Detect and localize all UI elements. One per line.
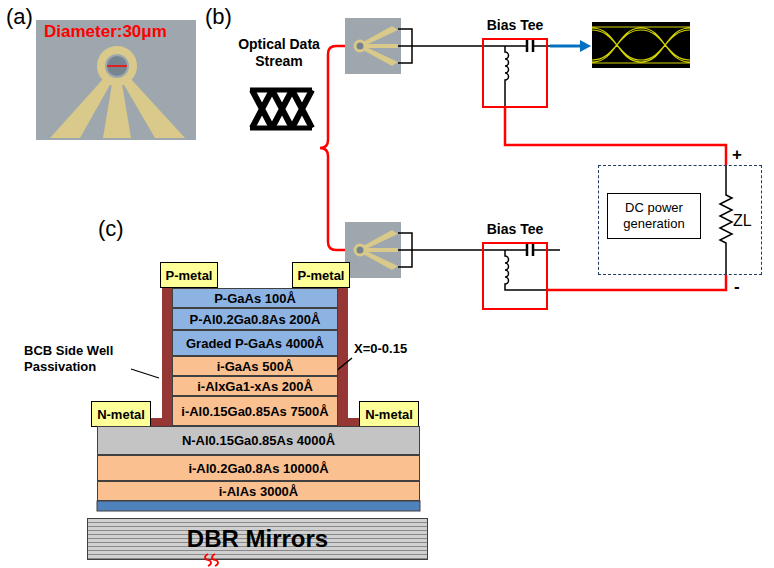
panel-label-holder: (c) — [98, 216, 124, 242]
output-arrow — [580, 40, 591, 52]
terminal-sign-holder: + — [732, 145, 742, 165]
layer-band: i-AlAs 3000Å — [97, 481, 420, 501]
probe-pad — [363, 230, 398, 249]
bias-wire — [548, 275, 726, 290]
eye-diagram — [592, 27, 690, 63]
bias-wire — [505, 108, 726, 165]
capacitor-symbol — [527, 244, 533, 256]
bias-tee-box: Bias Tee — [482, 242, 548, 310]
device-aperture — [107, 56, 127, 76]
probe-pad — [50, 78, 111, 138]
node-text: P-GaAs 100Å — [214, 292, 296, 305]
metal-contact: N-metal — [359, 401, 419, 427]
signal-wire — [412, 249, 560, 251]
probe-pad — [103, 84, 131, 138]
mirror-stack: DBR Mirrors — [87, 518, 428, 560]
layer-band: i-AlxGa1-xAs 200Å — [172, 376, 338, 396]
node-text: N-metal — [97, 408, 145, 421]
layer-band: N-Al0.15Ga0.85As 4000Å — [97, 426, 420, 455]
inductor-symbol — [505, 250, 548, 290]
layer-band: P-GaAs 100Å — [172, 288, 338, 308]
node-text: ZL — [733, 212, 752, 230]
layer-band: i-GaAs 500Å — [172, 356, 338, 376]
probe-pad — [366, 44, 398, 48]
power-box: DC power generation — [607, 193, 701, 239]
data-stream-symbol — [250, 90, 312, 128]
dimension-label-holder: Diameter:30μm — [44, 22, 167, 42]
device-photo — [36, 20, 196, 140]
node-text: P-metal — [166, 269, 213, 282]
node-text: P-metal — [298, 269, 345, 282]
device-photo — [345, 18, 412, 74]
signal-label-holder: Optical Data Stream — [236, 36, 322, 70]
probe-pad — [363, 251, 398, 270]
node-text: DC power generation — [612, 200, 696, 231]
node-text: Bias Tee — [460, 221, 570, 238]
panel-label: (a) — [6, 4, 33, 30]
node-text: DBR Mirrors — [187, 527, 328, 551]
panel-label-holder: (a) — [6, 4, 33, 30]
metal-contact: P-metal — [292, 262, 351, 288]
callout-label-holder: X=0-0.15 — [354, 341, 407, 357]
probe-pad — [366, 248, 398, 252]
panel-label: (b) — [205, 4, 232, 30]
diameter-mark — [107, 65, 127, 67]
layer-band: i-Al0.15Ga0.85As 7500Å — [172, 396, 338, 426]
ring-contact — [101, 50, 133, 82]
terminal-sign-holder: - — [734, 277, 740, 297]
bias-tee-box: Bias Tee — [482, 38, 548, 108]
output-arrow — [550, 45, 581, 48]
device-photo — [345, 222, 412, 278]
metal-contact: P-metal — [160, 262, 219, 288]
node-text: i-Al0.2Ga0.8As 10000Å — [188, 462, 328, 475]
node-text: Bias Tee — [460, 17, 570, 34]
panel-label: (c) — [98, 216, 124, 242]
inductor-symbol — [505, 46, 509, 108]
layer-band: Graded P-GaAs 4000Å — [172, 330, 338, 356]
split-bracket — [320, 46, 345, 250]
node-text: i-AlxGa1-xAs 200Å — [197, 380, 313, 393]
probe-wire — [398, 29, 412, 63]
load-region: ZL DC power generation — [598, 165, 762, 275]
node-text: i-AlAs 3000Å — [219, 485, 298, 498]
layer-band: P-Al0.2Ga0.8As 200Å — [172, 308, 338, 330]
signal-wire — [412, 45, 550, 47]
layer-band: i-Al0.2Ga0.8As 10000Å — [97, 455, 420, 481]
node-text: P-Al0.2Ga0.8As 200Å — [190, 313, 321, 326]
device-photo — [345, 222, 401, 278]
node-text: i-GaAs 500Å — [217, 360, 294, 373]
probe-pad — [363, 47, 398, 66]
probe-pad — [363, 26, 398, 45]
probe-pad — [123, 78, 185, 138]
dimension-label: Diameter:30μm — [44, 22, 167, 42]
capacitor-symbol — [527, 40, 533, 52]
terminal-sign: + — [732, 145, 742, 165]
passivation-wall — [150, 278, 172, 426]
node-text: N-metal — [365, 408, 413, 421]
device-aperture — [355, 41, 365, 51]
eye-diagram — [592, 22, 690, 68]
callout-label: X=0-0.15 — [354, 341, 407, 357]
node-text: i-Al0.15Ga0.85As 7500Å — [181, 405, 328, 418]
break-symbol — [205, 554, 218, 566]
leader-line — [131, 369, 159, 378]
metal-contact: N-metal — [91, 401, 151, 427]
node-text: Graded P-GaAs 4000Å — [186, 337, 324, 350]
panel-label-holder: (b) — [205, 4, 232, 30]
callout-label: BCB Side Well Passivation — [24, 343, 128, 374]
node-text: N-Al0.15Ga0.85As 4000Å — [182, 434, 335, 447]
signal-label: Optical Data Stream — [236, 36, 322, 70]
device-photo — [345, 18, 401, 74]
resistor-symbol — [720, 165, 732, 275]
callout-label-holder: BCB Side Well Passivation — [24, 343, 128, 374]
data-stream-symbol — [252, 90, 312, 128]
probe-wire — [398, 233, 412, 267]
substrate-layer — [97, 501, 420, 511]
device-aperture — [355, 245, 365, 255]
terminal-sign: - — [734, 277, 740, 297]
